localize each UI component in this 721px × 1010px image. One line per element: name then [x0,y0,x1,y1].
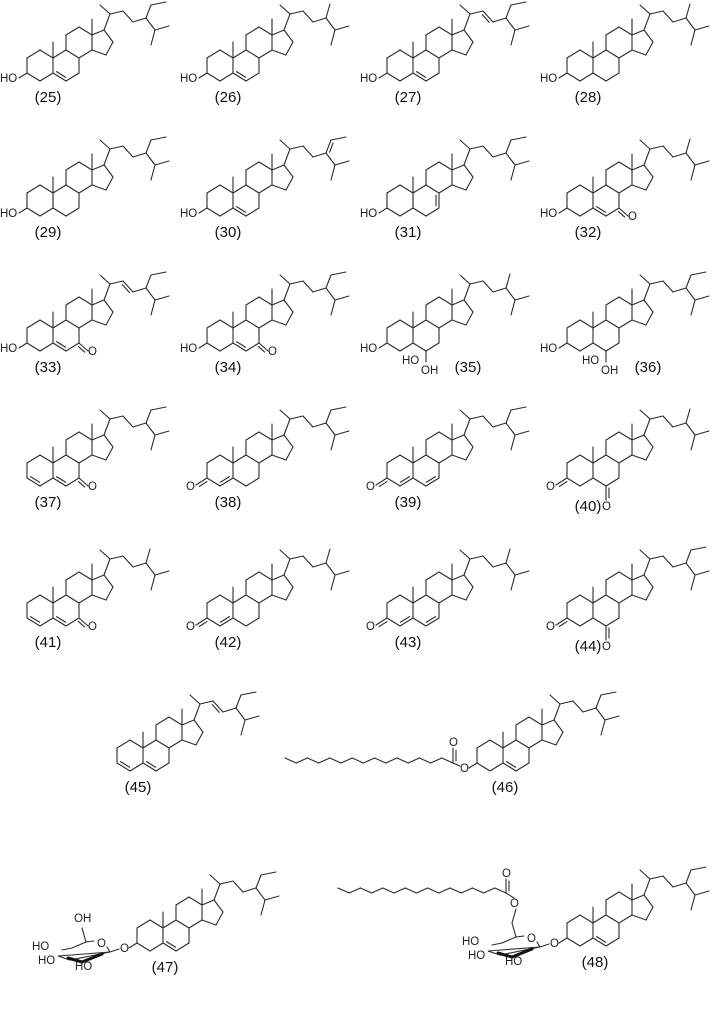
hydroxyl-label: HO [180,208,197,220]
compound-48: O O HO HO HO O O (48) [337,866,710,971]
oxo-label: O [546,621,555,633]
oxo-label: O [88,621,97,633]
compound-47: O O HO HO HO OH (47) [32,871,280,976]
glycosidic-oxygen-label: O [120,943,129,955]
compound-number-label: (36) [635,359,662,376]
hydroxyl-label: OH [74,913,91,925]
compound-number-label: (31) [395,224,422,241]
compound-number-label: (26) [215,89,242,106]
compound-33: HO O (33) [0,271,170,376]
compound-39: O (39) [366,406,530,511]
ring-oxygen-label: O [97,938,106,950]
compound-number-label: (46) [492,779,519,796]
compound-number-label: (32) [575,224,602,241]
compound-number-label: (45) [125,779,152,796]
hydroxyl-label: OH [421,365,438,377]
hydroxyl-label: HO [468,950,485,962]
compound-number-label: (44) [575,638,602,655]
hydroxyl-label: HO [180,73,197,85]
oxo-label: O [602,641,611,653]
compound-number-label: (47) [152,959,179,976]
hydroxyl-label: HO [75,961,92,973]
hydroxyl-label: HO [360,343,377,355]
oxo-label: O [88,481,97,493]
hydroxyl-label: HO [0,73,17,85]
compound-number-label: (25) [35,89,62,106]
carbonyl-oxygen-label: O [502,868,511,880]
hydroxyl-label: HO [0,343,17,355]
oxo-label: O [88,346,97,358]
ester-oxygen-label: O [460,763,469,775]
oxo-label: O [366,621,375,633]
compound-45: (45) [116,691,260,796]
compound-number-label: (27) [395,89,422,106]
compound-number-label: (38) [215,494,242,511]
compound-number-label: (33) [35,359,62,376]
compound-32: HO O (32) [540,138,710,241]
compound-41: O (41) [26,548,170,651]
hydroxyl-label: HO [180,343,197,355]
oxo-label: O [268,346,277,358]
compound-28: HO (28) [540,3,710,106]
compound-25: HO (25) [0,1,170,106]
compound-number-label: (41) [35,634,62,651]
compound-number-label: (35) [455,359,482,376]
hydroxyl-label: HO [462,936,479,948]
compound-number-label: (29) [35,224,62,241]
oxo-label: O [186,481,195,493]
compound-29: HO (29) [0,136,170,241]
hydroxyl-label: HO [38,955,55,967]
compound-38: O (38) [186,406,350,511]
compound-40: OO(40) [546,408,710,515]
compound-number-label: (40) [575,498,602,515]
hydroxyl-label: HO [32,941,49,953]
hydroxyl-label: HO [0,208,17,220]
compound-number-label: (34) [215,359,242,376]
oxo-label: O [546,481,555,493]
compound-37: O (37) [26,406,170,511]
compound-26: HO (26) [180,3,350,106]
glycosidic-oxygen-label: O [550,938,559,950]
compound-number-label: (43) [395,634,422,651]
hydroxyl-label: HO [360,208,377,220]
oxo-label: O [602,501,611,513]
compound-number-label: (37) [35,494,62,511]
hydroxyl-label: OH [601,365,618,377]
hydroxyl-label: HO [582,355,599,367]
hydroxyl-label: HO [402,355,419,367]
compound-31: HO (31) [360,136,530,241]
ester-oxygen-label: O [510,898,519,910]
oxo-label: O [366,481,375,493]
oxo-label: O [628,211,637,223]
compound-34: HO O (34) [180,271,350,376]
hydroxyl-label: HO [360,73,377,85]
compound-44: OO(44) [546,546,710,655]
compound-30: HO (30) [180,136,350,241]
oxo-label: O [186,621,195,633]
compound-number-label: (28) [575,89,602,106]
carbonyl-oxygen-label: O [449,737,458,749]
compound-27: HO (27) [360,1,530,106]
compound-number-label: (42) [215,634,242,651]
hydroxyl-label: HO [540,343,557,355]
compound-number-label: (39) [395,494,422,511]
compound-46: O O (46) [284,691,620,796]
hydroxyl-label: HO [540,73,557,85]
hydroxyl-label: HO [540,208,557,220]
compound-number-label: (30) [215,224,242,241]
compound-42: O (42) [186,548,350,651]
hydroxyl-label: HO [505,956,522,968]
compound-number-label: (48) [582,954,609,971]
compound-43: O (43) [366,548,530,651]
ring-oxygen-label: O [527,933,536,945]
